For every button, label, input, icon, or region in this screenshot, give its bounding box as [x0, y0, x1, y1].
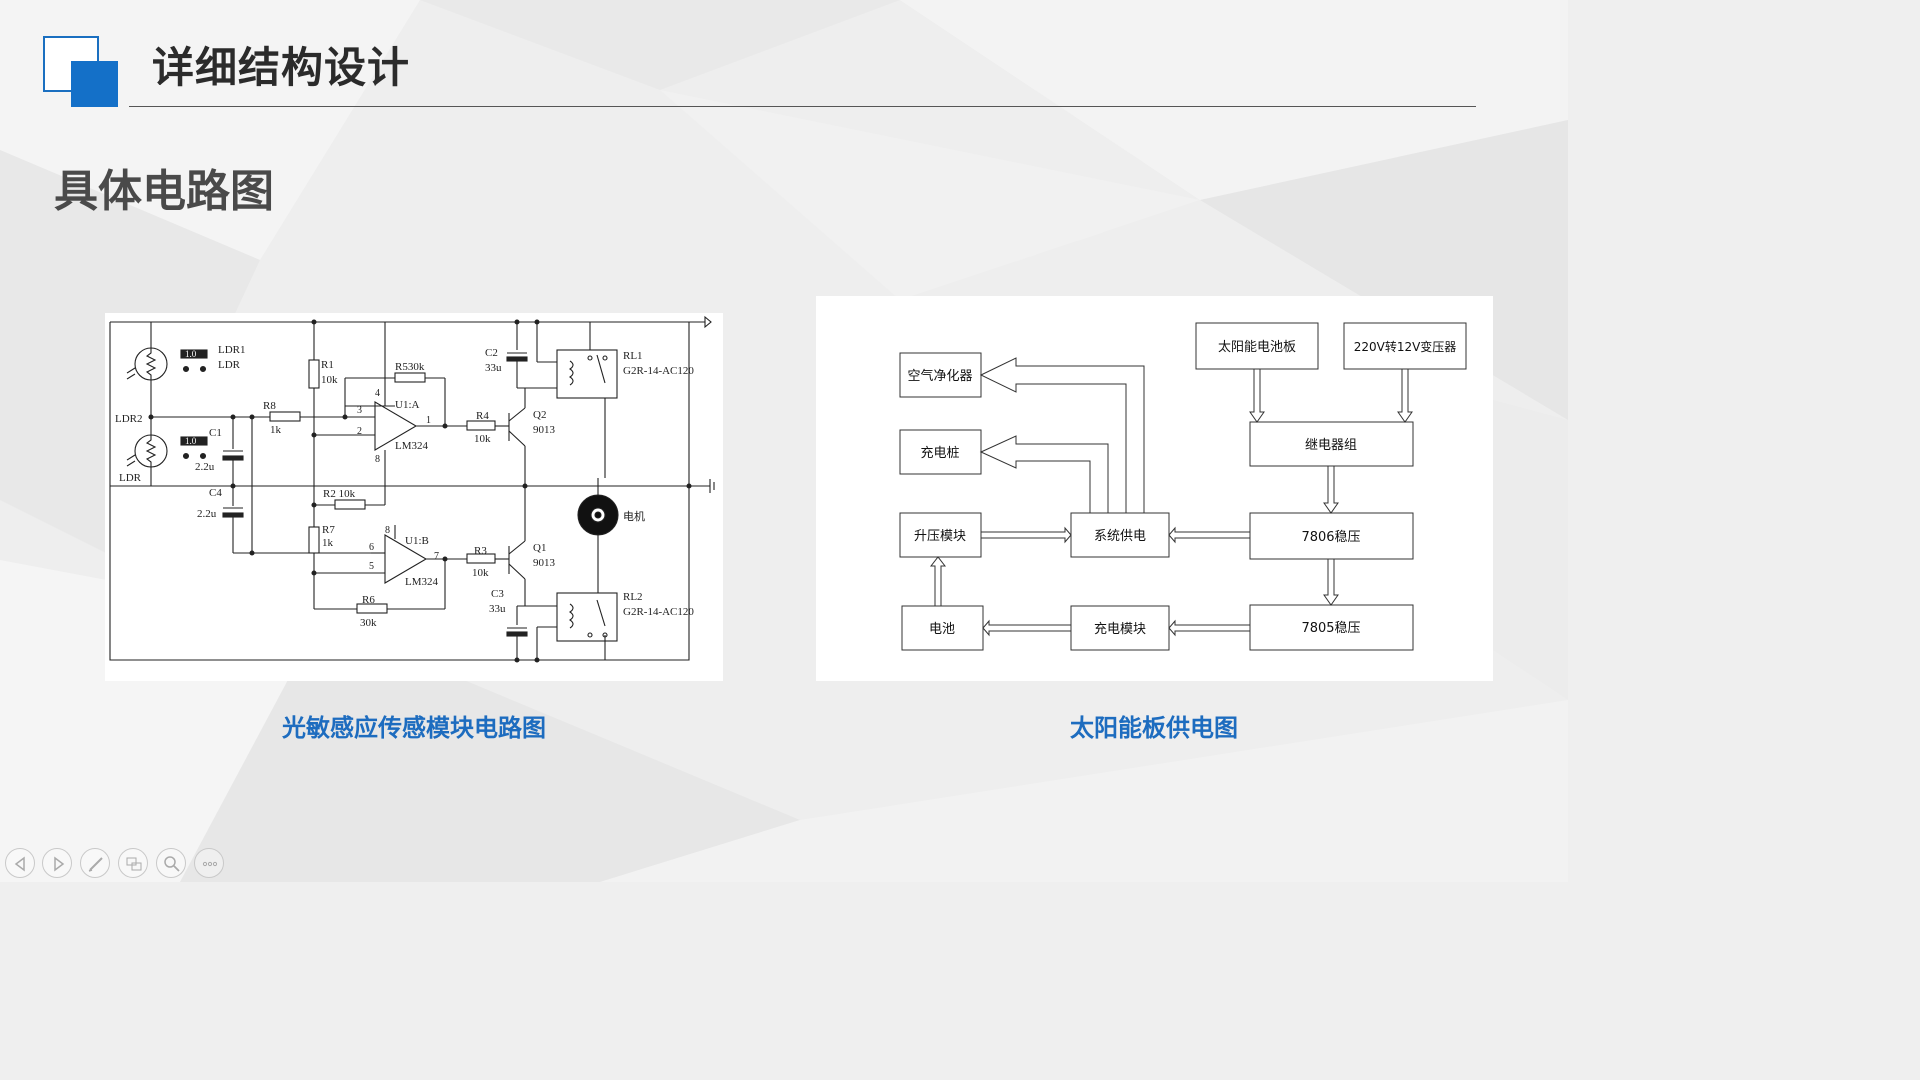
- label-ldr1b: LDR: [218, 359, 241, 371]
- label-u1a: U1:A: [395, 399, 420, 411]
- label-battery: 电池: [929, 622, 955, 637]
- next-slide-button[interactable]: [42, 848, 72, 878]
- slide-title: 详细结构设计: [152, 43, 411, 92]
- label-relay-group: 继电器组: [1305, 438, 1357, 453]
- label-r6: R6: [362, 594, 375, 606]
- label-ldr2b: LDR: [119, 472, 142, 484]
- label-r5: R530k: [395, 361, 425, 373]
- label-system-power: 系统供电: [1094, 529, 1146, 544]
- block-air-purifier: [899, 352, 982, 398]
- pad-label-1: 1.0: [185, 349, 197, 359]
- label-r2: R2 10k: [323, 488, 356, 500]
- pin-7: 7: [434, 551, 439, 562]
- figure-caption-solar: 太阳能板供电图: [1070, 714, 1238, 742]
- block-charge-module: [1070, 605, 1170, 651]
- pin-2: 2: [357, 426, 362, 437]
- label-c1-value: 2.2u: [195, 461, 215, 473]
- pad-label-2: 1.0: [185, 436, 197, 446]
- label-r1: R1: [321, 359, 334, 371]
- pin-1: 1: [426, 415, 431, 426]
- label-solar-panel: 太阳能电池板: [1218, 340, 1296, 355]
- label-r3: R3: [474, 545, 487, 557]
- label-r6-value: 30k: [360, 617, 377, 629]
- label-c3: C3: [491, 588, 504, 600]
- label-q1: Q1: [533, 542, 546, 554]
- pin-8b: 8: [385, 525, 390, 536]
- logo-filled-square: [71, 61, 118, 107]
- previous-icon: [14, 856, 25, 872]
- block-7805: [1249, 604, 1414, 651]
- next-icon: [54, 856, 65, 872]
- label-r4-value: 10k: [474, 433, 491, 445]
- solar-block-diagram-image: 空气净化器 充电桩 升压模块 电池 系统供电 充电模块 太阳能电池板 220V转…: [816, 296, 1493, 681]
- label-ldr2: LDR2: [115, 413, 143, 425]
- label-transformer: 220V转12V变压器: [1354, 339, 1457, 354]
- figure-caption-circuit: 光敏感应传感模块电路图: [282, 714, 546, 742]
- label-q2-value: 9013: [533, 424, 556, 436]
- label-c4-value: 2.2u: [197, 508, 217, 520]
- label-lm324-a: LM324: [395, 440, 429, 452]
- block-boost-module: [899, 512, 982, 558]
- zoom-icon: [164, 856, 180, 872]
- more-icon: [202, 861, 218, 867]
- label-r3-value: 10k: [472, 567, 489, 579]
- label-r4: R4: [476, 410, 489, 422]
- label-q2: Q2: [533, 409, 546, 421]
- title-divider: [129, 106, 1476, 107]
- label-rl1-value: G2R-14-AC120: [623, 365, 694, 377]
- block-battery: [901, 605, 984, 651]
- label-charging-pile: 充电桩: [920, 445, 959, 461]
- label-r8-value: 1k: [270, 424, 282, 436]
- label-c4: C4: [209, 487, 222, 499]
- label-r7: R7: [322, 524, 335, 536]
- label-rl2: RL2: [623, 591, 643, 603]
- label-u1b: U1:B: [405, 535, 429, 547]
- label-c2-value: 33u: [485, 362, 502, 374]
- circuit-labels: LDR1 LDR 1.0 LDR2 LDR 1.0 R1 10k R530k U…: [115, 344, 694, 629]
- label-7805: 7805稳压: [1301, 620, 1360, 636]
- label-charge-module: 充电模块: [1094, 621, 1146, 637]
- label-motor: 电机: [623, 509, 645, 523]
- slides-icon: [126, 857, 142, 871]
- label-q1-value: 9013: [533, 557, 556, 569]
- zoom-button[interactable]: [156, 848, 186, 878]
- label-r7-value: 1k: [322, 537, 334, 549]
- section-heading: 具体电路图: [54, 166, 274, 217]
- pin-5: 5: [369, 561, 374, 572]
- label-air-purifier: 空气净化器: [907, 368, 972, 384]
- pin-3: 3: [357, 405, 362, 416]
- label-rl1: RL1: [623, 350, 643, 362]
- previous-slide-button[interactable]: [5, 848, 35, 878]
- label-c3-value: 33u: [489, 603, 506, 615]
- circuit-schematic-image: LDR1 LDR 1.0 LDR2 LDR 1.0 R1 10k R530k U…: [105, 313, 723, 681]
- label-c1: C1: [209, 427, 222, 439]
- block-system-power: [1070, 512, 1170, 558]
- label-r8: R8: [263, 400, 276, 412]
- pin-8: 8: [375, 454, 380, 465]
- label-r1-value: 10k: [321, 374, 338, 386]
- block-labels: 空气净化器 充电桩 升压模块 电池 系统供电 充电模块 太阳能电池板 220V转…: [907, 339, 1457, 637]
- label-lm324-b: LM324: [405, 576, 439, 588]
- label-boost-module: 升压模块: [914, 529, 966, 544]
- label-ldr1: LDR1: [218, 344, 246, 356]
- pin-6: 6: [369, 542, 374, 553]
- pen-tool-button[interactable]: [80, 848, 110, 878]
- label-rl2-value: G2R-14-AC120: [623, 606, 694, 618]
- more-options-button[interactable]: [194, 848, 224, 878]
- slide-overview-button[interactable]: [118, 848, 148, 878]
- pin-4: 4: [375, 388, 380, 399]
- label-7806: 7806稳压: [1301, 529, 1360, 545]
- label-c2: C2: [485, 347, 498, 359]
- block-relay-group: [1249, 421, 1414, 467]
- pen-icon: [88, 857, 103, 872]
